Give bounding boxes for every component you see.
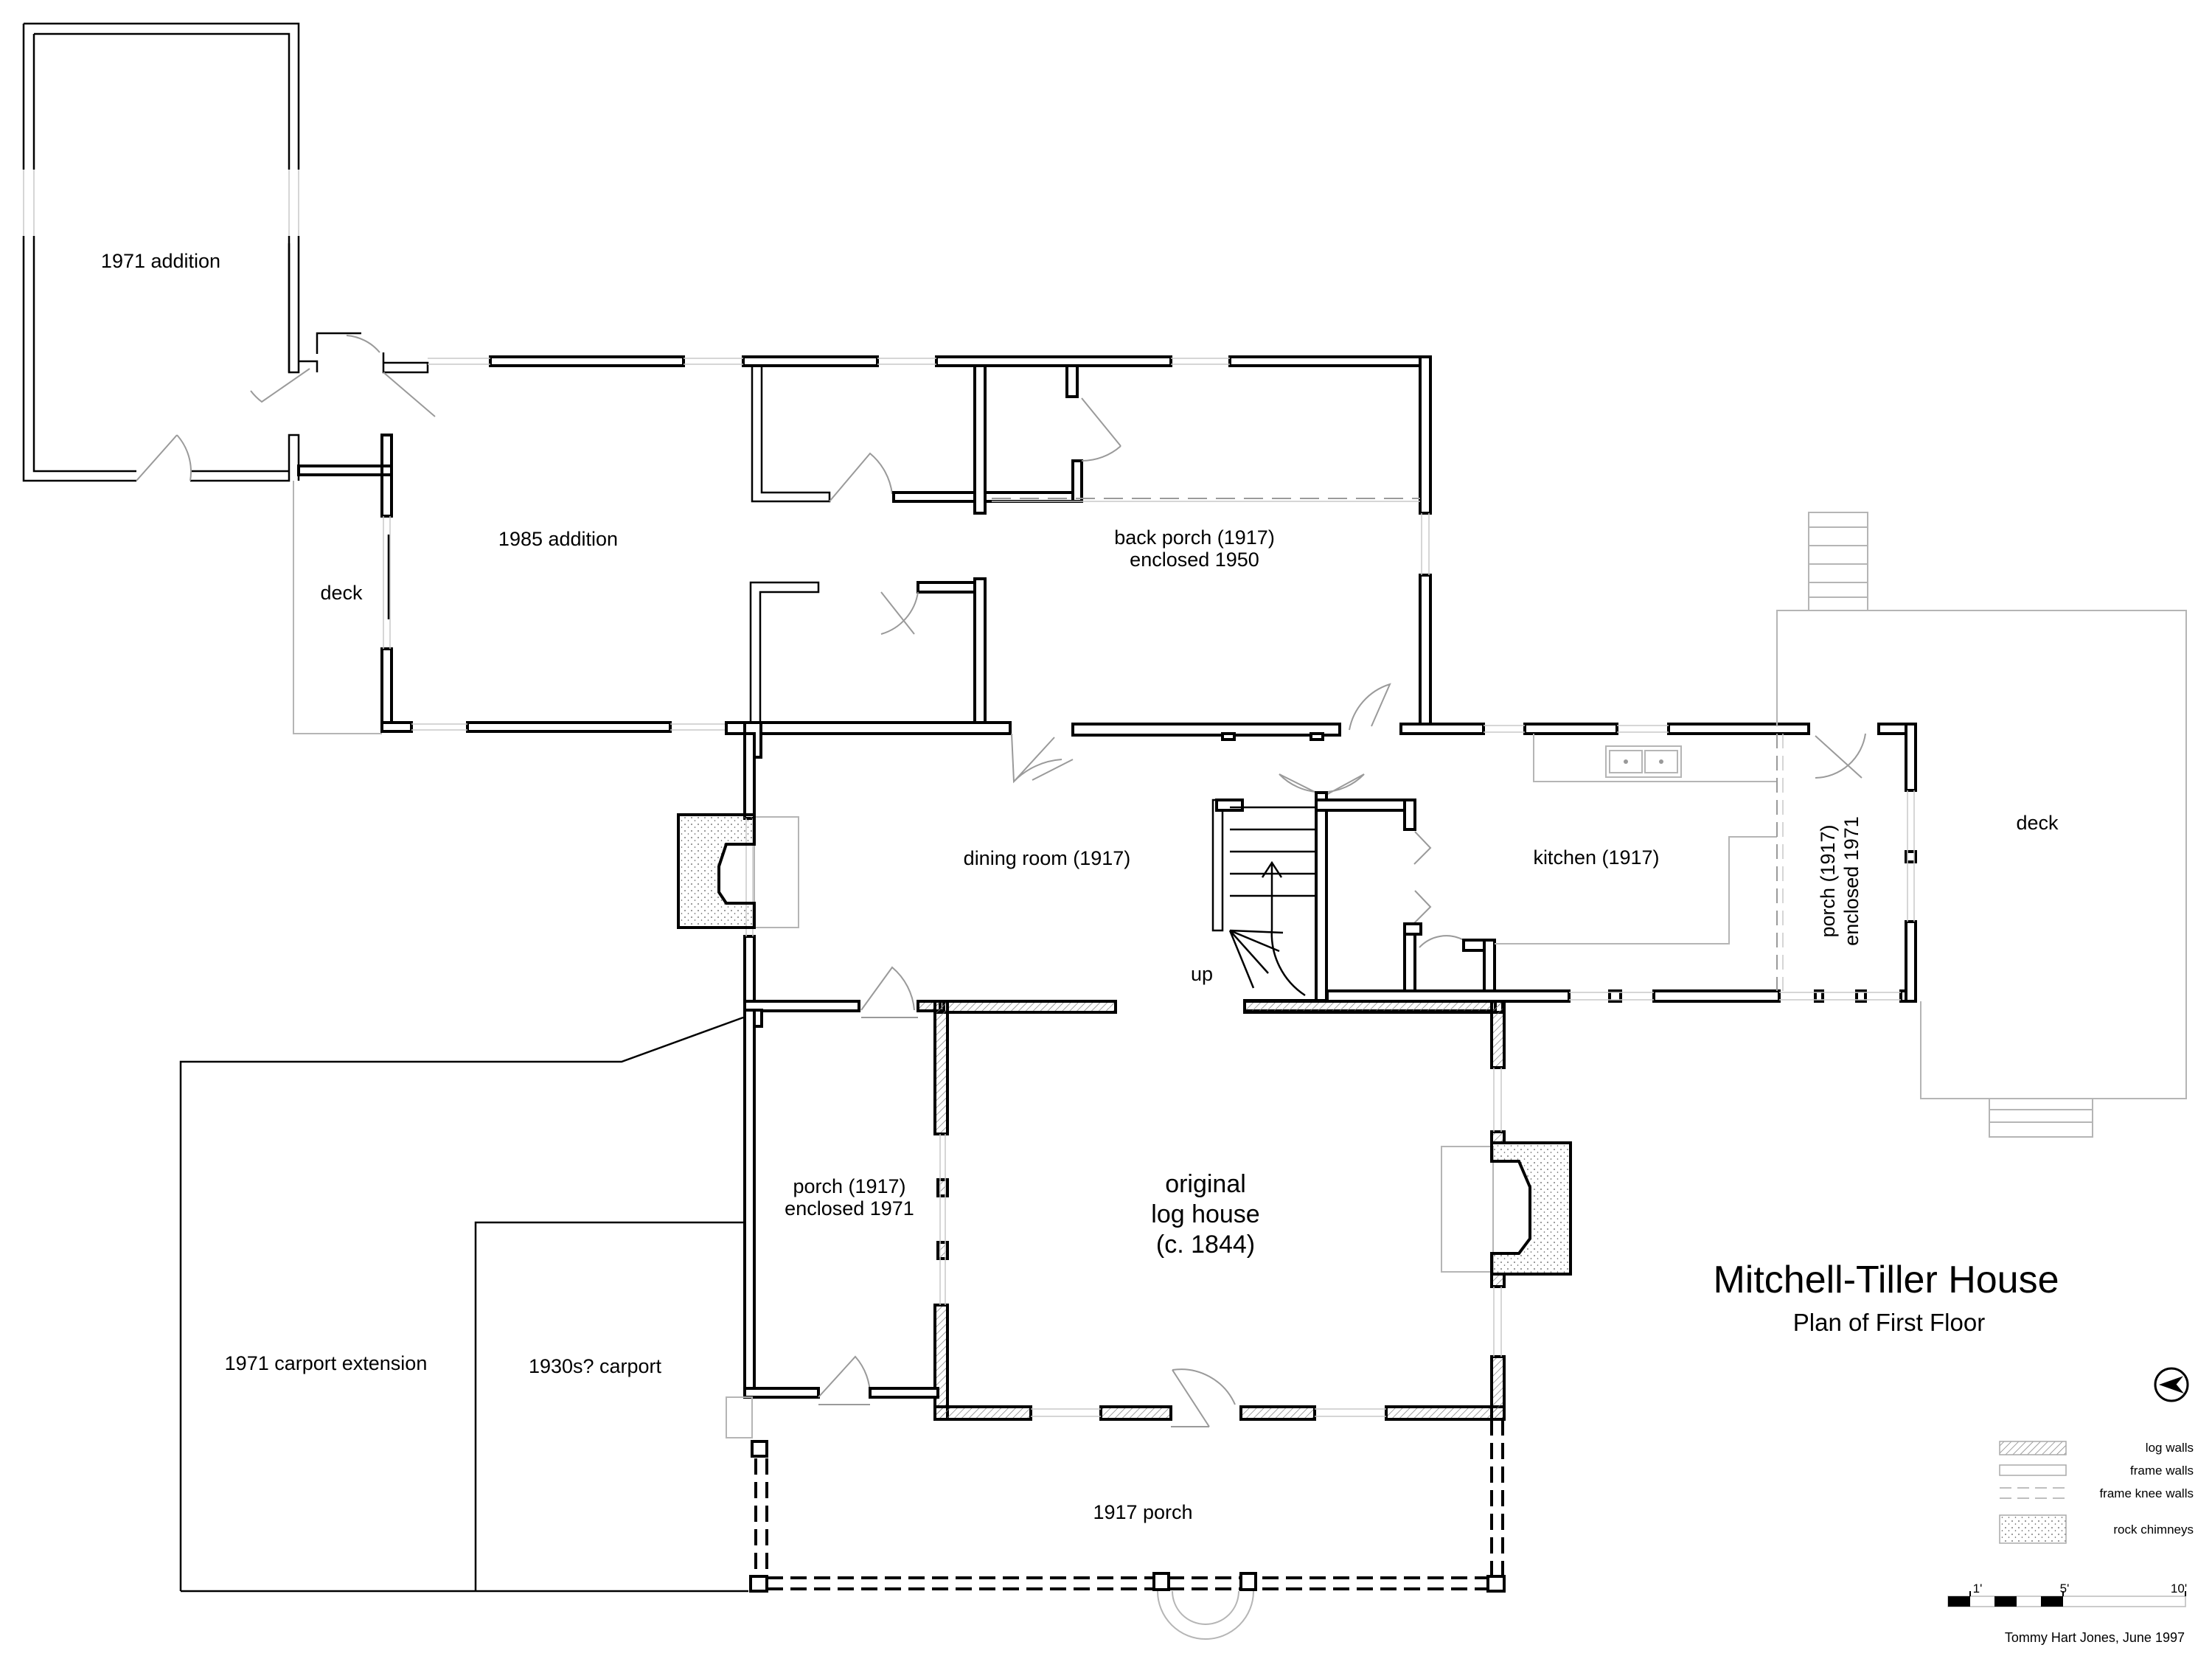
legend-swatch-frame-walls <box>1999 1464 2067 1476</box>
label-porch-right-2: enclosed 1971 <box>1840 816 1863 946</box>
label-back-porch-2: enclosed 1950 <box>1130 549 1259 571</box>
deck-left-outline <box>293 481 382 734</box>
legend-swatch-knee-walls <box>2000 1487 2066 1499</box>
east-porch-walls <box>1776 512 2187 1138</box>
legend: log walls frame walls frame knee walls r… <box>1999 1441 2194 1544</box>
room-labels: 1971 addition 1985 addition deck back po… <box>101 250 2059 1523</box>
label-porch-right-1: porch (1917) <box>1817 824 1839 937</box>
scale-tick-1: 1' <box>1973 1582 1983 1596</box>
label-carport-1930s: 1930s? carport <box>529 1355 662 1377</box>
scale-tick-10: 10' <box>2171 1582 2187 1596</box>
legend-frame-knee-walls: frame knee walls <box>2099 1486 2194 1500</box>
label-addition-1971: 1971 addition <box>101 250 220 272</box>
title-block: Mitchell-Tiller House Plan of First Floo… <box>1713 1259 2059 1336</box>
label-log-house-3: (c. 1844) <box>1156 1231 1255 1259</box>
label-kitchen: kitchen (1917) <box>1533 846 1659 869</box>
label-deck-right: deck <box>2016 812 2059 834</box>
carport-outlines <box>179 1016 748 1593</box>
porch-left-walls <box>726 1009 939 1438</box>
label-deck-left: deck <box>320 582 363 604</box>
legend-frame-walls: frame walls <box>2130 1464 2194 1478</box>
north-arrow-icon <box>2154 1367 2189 1402</box>
legend-swatch-log-walls <box>1999 1441 2067 1455</box>
label-dining-room: dining room (1917) <box>964 847 1131 869</box>
addition-1985-walls <box>250 332 1432 733</box>
label-back-porch-1: back porch (1917) <box>1114 526 1275 549</box>
legend-rock-chimneys: rock chimneys <box>2113 1523 2194 1537</box>
scale-bar: 1' 5' 10' <box>1947 1582 2187 1607</box>
plan-title: Mitchell-Tiller House <box>1713 1259 2059 1301</box>
legend-log-walls: log walls <box>2146 1441 2194 1455</box>
author-credit: Tommy Hart Jones, June 1997 <box>2005 1630 2185 1645</box>
label-log-house-1: original <box>1165 1170 1246 1198</box>
label-addition-1985: 1985 addition <box>498 528 618 550</box>
plan-subtitle: Plan of First Floor <box>1793 1309 1985 1336</box>
dining-kitchen-walls <box>677 683 1917 1019</box>
label-stair-up: up <box>1191 963 1213 985</box>
addition-1971-walls <box>22 22 300 482</box>
front-porch-knee-walls <box>749 1419 1506 1640</box>
label-front-porch: 1917 porch <box>1093 1501 1192 1523</box>
label-carport-extension: 1971 carport extension <box>225 1352 428 1374</box>
label-porch-left-2: enclosed 1971 <box>785 1197 914 1220</box>
log-house-walls <box>917 1000 1572 1427</box>
scale-tick-5: 5' <box>2060 1582 2070 1596</box>
label-log-house-2: log house <box>1151 1200 1259 1228</box>
label-porch-left-1: porch (1917) <box>793 1175 905 1197</box>
legend-swatch-rock-chimneys <box>1999 1514 2067 1544</box>
